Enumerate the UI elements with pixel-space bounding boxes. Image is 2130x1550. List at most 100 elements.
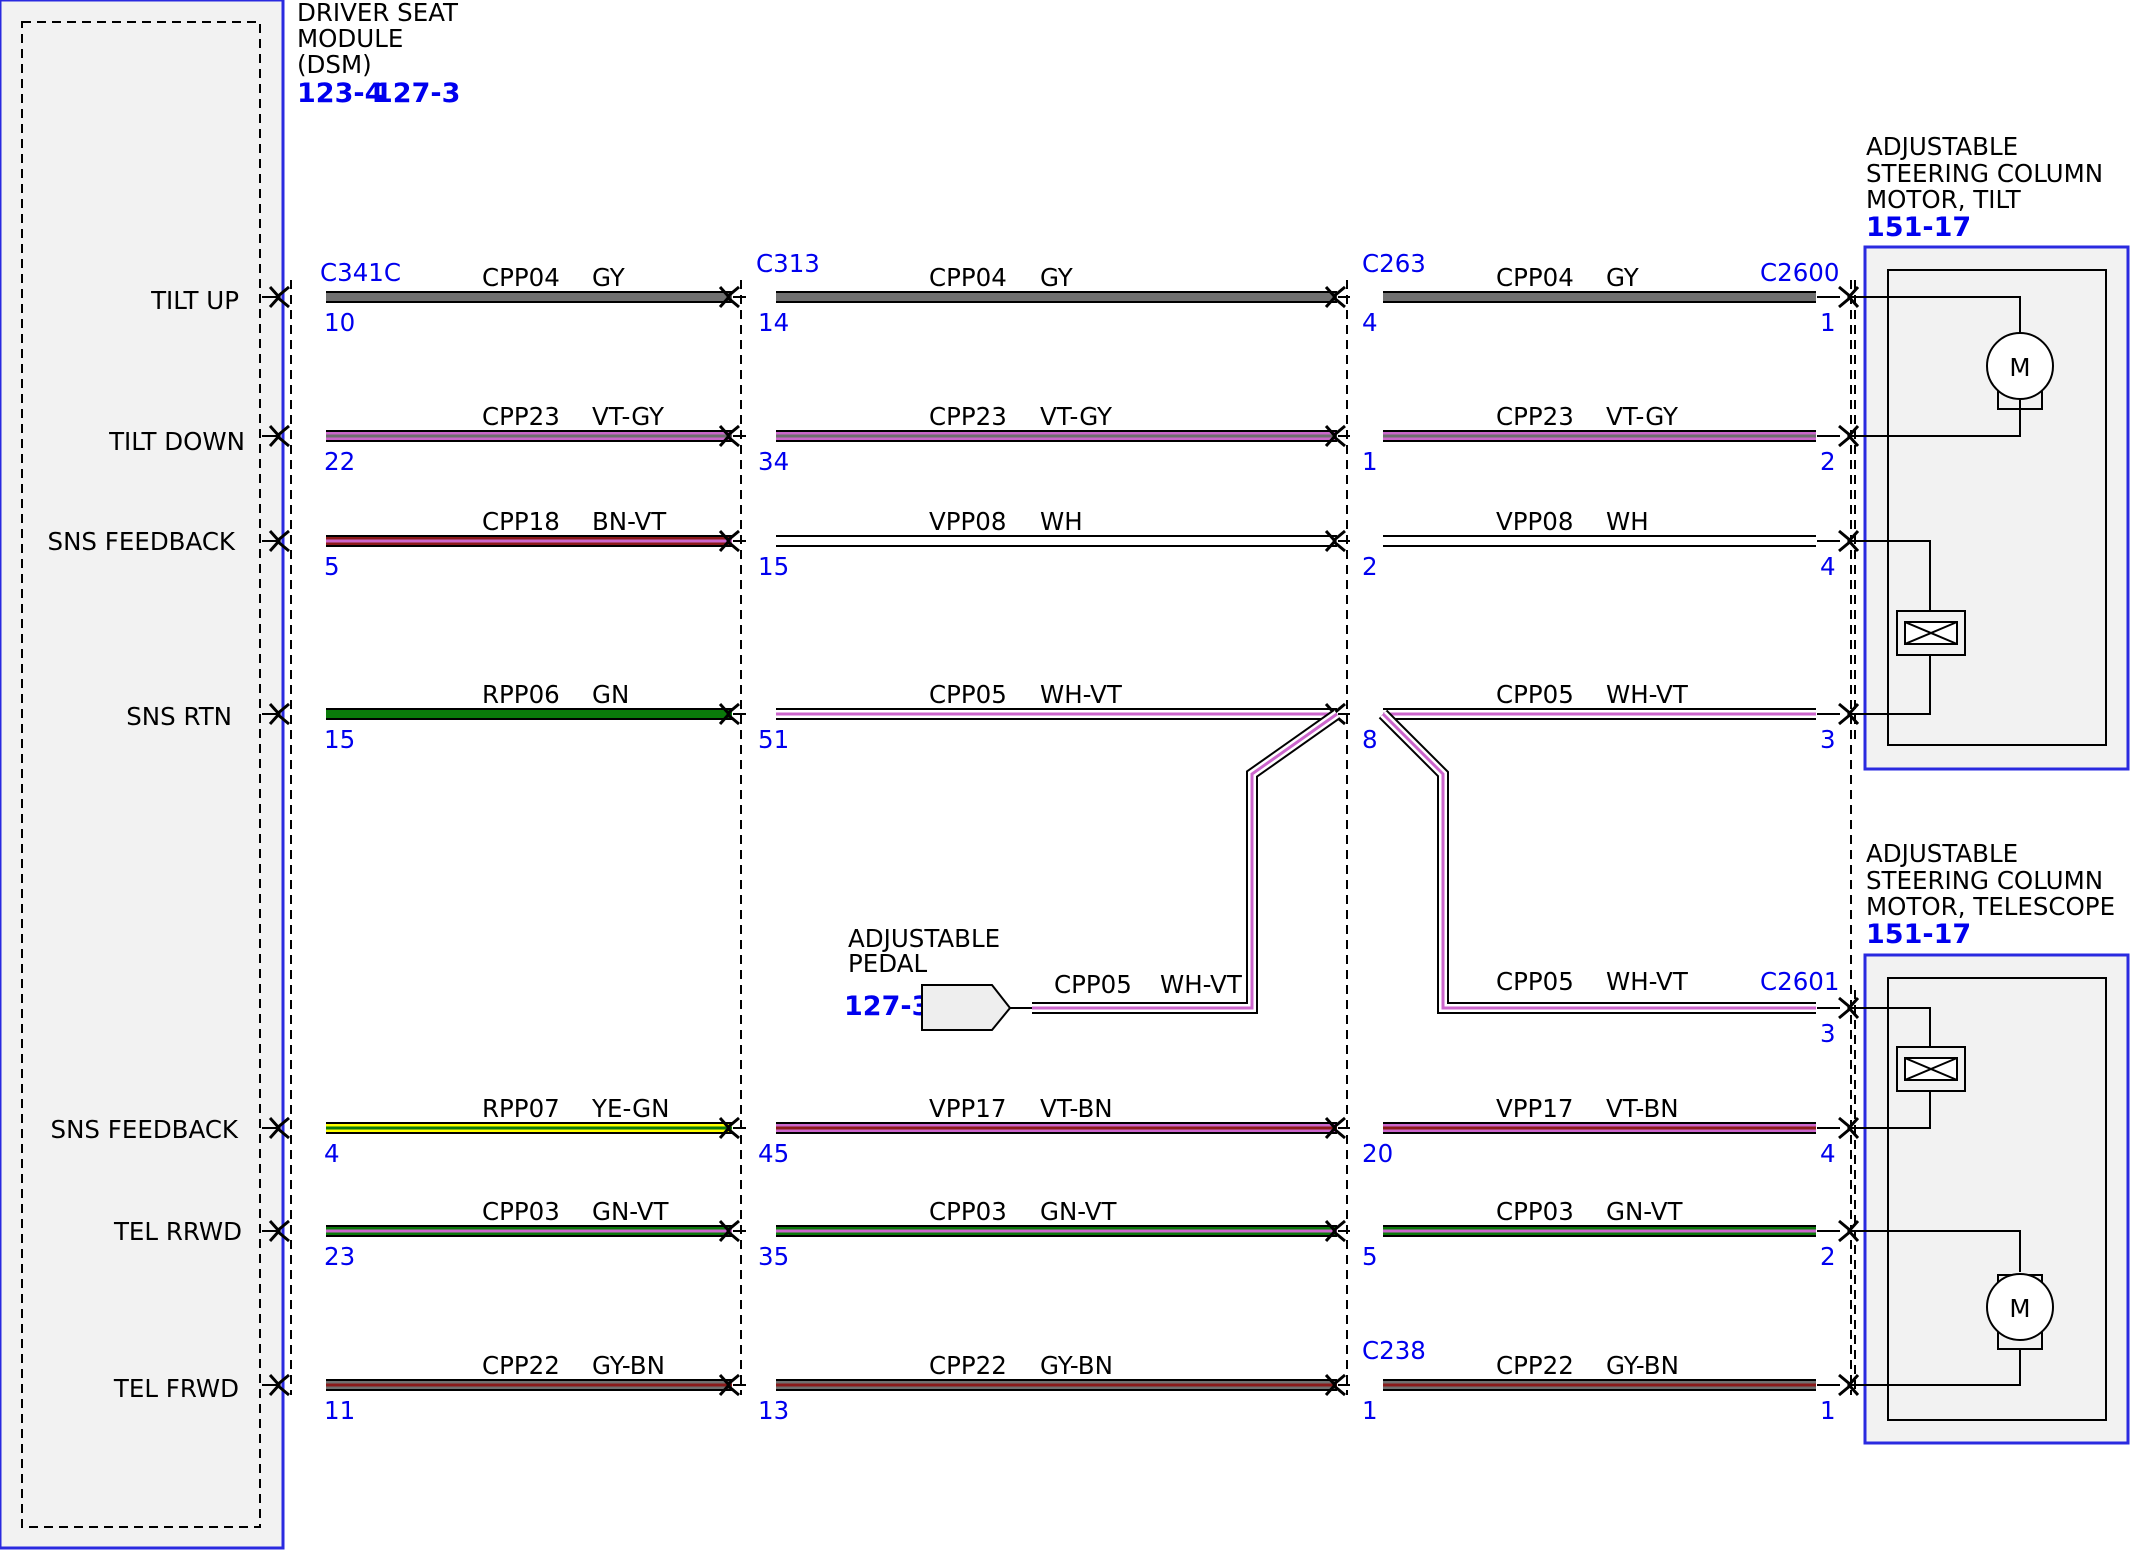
connector-c238: C238 bbox=[1362, 1336, 1426, 1365]
circuit-label: CPP18 bbox=[482, 507, 560, 536]
circuit-label: VPP17 bbox=[929, 1094, 1006, 1123]
tele-branch-color: WH-VT bbox=[1606, 967, 1689, 996]
circuit-label: CPP23 bbox=[929, 402, 1007, 431]
circuit-label: RPP06 bbox=[482, 680, 560, 709]
wire-color-label: YE-GN bbox=[591, 1094, 670, 1123]
wire-color-label: WH-VT bbox=[1040, 680, 1123, 709]
wire-color-label: GY bbox=[1606, 263, 1640, 292]
pedal-connector-shape bbox=[921, 984, 1012, 1031]
dsm-title-line-2: MODULE bbox=[297, 24, 403, 53]
tilt-motor-title-line-3: MOTOR, TILT bbox=[1866, 185, 2022, 214]
pin-number: 4 bbox=[1820, 1139, 1836, 1168]
circuit-label: CPP04 bbox=[1496, 263, 1574, 292]
tilt-sensor-wire-a bbox=[1851, 540, 1931, 611]
circuit-label: CPP23 bbox=[1496, 402, 1574, 431]
pedal-ref[interactable]: 127-3 bbox=[844, 991, 930, 1022]
telescope-motor-module: ADJUSTABLE STEERING COLUMN MOTOR, TELESC… bbox=[1851, 839, 2130, 1445]
circuit-label: VPP17 bbox=[1496, 1094, 1573, 1123]
adjustable-pedal: ADJUSTABLE PEDAL 127-3 CPP05 WH-VT bbox=[844, 924, 1243, 1031]
pin-number: 2 bbox=[1820, 447, 1836, 476]
pin-number: 4 bbox=[1820, 552, 1836, 581]
tilt-motor-letter: M bbox=[2009, 353, 2030, 382]
circuit-label: CPP04 bbox=[482, 263, 560, 292]
dsm-ref-2[interactable]: 127-3 bbox=[374, 78, 460, 109]
pin-number: 1 bbox=[1820, 308, 1836, 337]
pin-label-sns-rtn: SNS RTN bbox=[126, 702, 232, 731]
pin-number: 10 bbox=[324, 308, 355, 337]
tele-motor-title-line-3: MOTOR, TELESCOPE bbox=[1866, 892, 2115, 921]
pin-number: 15 bbox=[758, 552, 789, 581]
connector-c2601: C2601 bbox=[1760, 967, 1839, 996]
driver-seat-module: DRIVER SEAT MODULE (DSM) 123-4 127-3 bbox=[0, 0, 460, 1550]
wire-color-label: BN-VT bbox=[592, 507, 667, 536]
pin-number: 1 bbox=[1362, 1396, 1378, 1425]
tilt-motor-enclosure bbox=[1863, 245, 2130, 771]
pedal-title-line-1: ADJUSTABLE bbox=[848, 924, 1000, 953]
circuit-label: CPP22 bbox=[482, 1351, 560, 1380]
tele-branch-circuit: CPP05 bbox=[1496, 967, 1574, 996]
wire-color-label: GN-VT bbox=[1606, 1197, 1683, 1226]
pin-number: 1 bbox=[1820, 1396, 1836, 1425]
pin-number: 14 bbox=[758, 308, 789, 337]
wire-color-label: VT-BN bbox=[1040, 1094, 1113, 1123]
connector-labels: C341C C313 C263 C238 C2600 C2601 bbox=[320, 249, 1839, 1365]
dsm-title-line-1: DRIVER SEAT bbox=[297, 0, 459, 27]
dsm-pin-labels: TILT UP TILT DOWN SNS FEEDBACK SNS RTN S… bbox=[48, 286, 245, 1403]
circuit-label: CPP22 bbox=[1496, 1351, 1574, 1380]
pin-number: 11 bbox=[324, 1396, 355, 1425]
wire-color-label: GN bbox=[592, 680, 629, 709]
tilt-motor-inner bbox=[1887, 269, 2107, 746]
wire-color-label: WH bbox=[1606, 507, 1649, 536]
tele-motor-letter: M bbox=[2009, 1294, 2030, 1323]
pin-number: 34 bbox=[758, 447, 789, 476]
wire-color-label: WH bbox=[1040, 507, 1083, 536]
pin-number: 15 bbox=[324, 725, 355, 754]
dsm-ref-1[interactable]: 123-4 bbox=[297, 78, 383, 109]
connector-c2600: C2600 bbox=[1760, 258, 1839, 287]
pedal-wire-circuit: CPP05 bbox=[1054, 970, 1132, 999]
pin-label-tel-frwd: TEL FRWD bbox=[113, 1374, 239, 1403]
wire-color-label: VT-GY bbox=[1606, 402, 1679, 431]
wire-color-label: VT-BN bbox=[1606, 1094, 1679, 1123]
circuit-label: CPP03 bbox=[1496, 1197, 1574, 1226]
tilt-motor-title-line-1: ADJUSTABLE bbox=[1866, 132, 2018, 161]
tele-motor-ref[interactable]: 151-17 bbox=[1866, 919, 1971, 950]
wire-color-label: GN-VT bbox=[1040, 1197, 1117, 1226]
tele-motor-icon bbox=[1986, 1273, 2054, 1341]
wire-color-label: GY-BN bbox=[1606, 1351, 1679, 1380]
tele-motor-enclosure bbox=[1863, 953, 2130, 1445]
tele-branch-pin: 3 bbox=[1820, 1019, 1836, 1048]
wire-branches: CPP05 WH-VT 3 bbox=[1032, 709, 1860, 1048]
pin-number: 35 bbox=[758, 1242, 789, 1271]
tele-sensor-wire-a bbox=[1851, 1007, 1931, 1047]
wire-color-label: GY bbox=[1040, 263, 1074, 292]
pin-label-sns-feedback-1: SNS FEEDBACK bbox=[48, 527, 236, 556]
circuit-label: RPP07 bbox=[482, 1094, 560, 1123]
pedal-branch-fill bbox=[1032, 710, 1340, 1012]
connector-boundaries bbox=[290, 280, 1852, 1395]
tilt-sensor-cross bbox=[1904, 621, 1958, 645]
pedal-wire-color: WH-VT bbox=[1160, 970, 1243, 999]
circuit-label: CPP03 bbox=[482, 1197, 560, 1226]
circuit-label: CPP05 bbox=[929, 680, 1007, 709]
circuit-label: CPP05 bbox=[1496, 680, 1574, 709]
circuit-label: VPP08 bbox=[929, 507, 1006, 536]
pin-label-tilt-down: TILT DOWN bbox=[108, 427, 245, 456]
tilt-motor-ref[interactable]: 151-17 bbox=[1866, 212, 1971, 243]
pin-number: 5 bbox=[1362, 1242, 1378, 1271]
tele-branch-outline bbox=[1378, 709, 1816, 1014]
pin-label-tel-rrwd: TEL RRWD bbox=[113, 1217, 242, 1246]
tilt-motor-wire-b bbox=[1851, 400, 2021, 437]
tele-motor-wire-a bbox=[1851, 1230, 2021, 1272]
connector-c341c: C341C bbox=[320, 258, 401, 287]
dsm-enclosure bbox=[0, 0, 285, 1550]
connector-c313: C313 bbox=[756, 249, 820, 278]
pin-number: 13 bbox=[758, 1396, 789, 1425]
tilt-motor-wire-a bbox=[1851, 296, 2021, 333]
pin-number: 45 bbox=[758, 1139, 789, 1168]
